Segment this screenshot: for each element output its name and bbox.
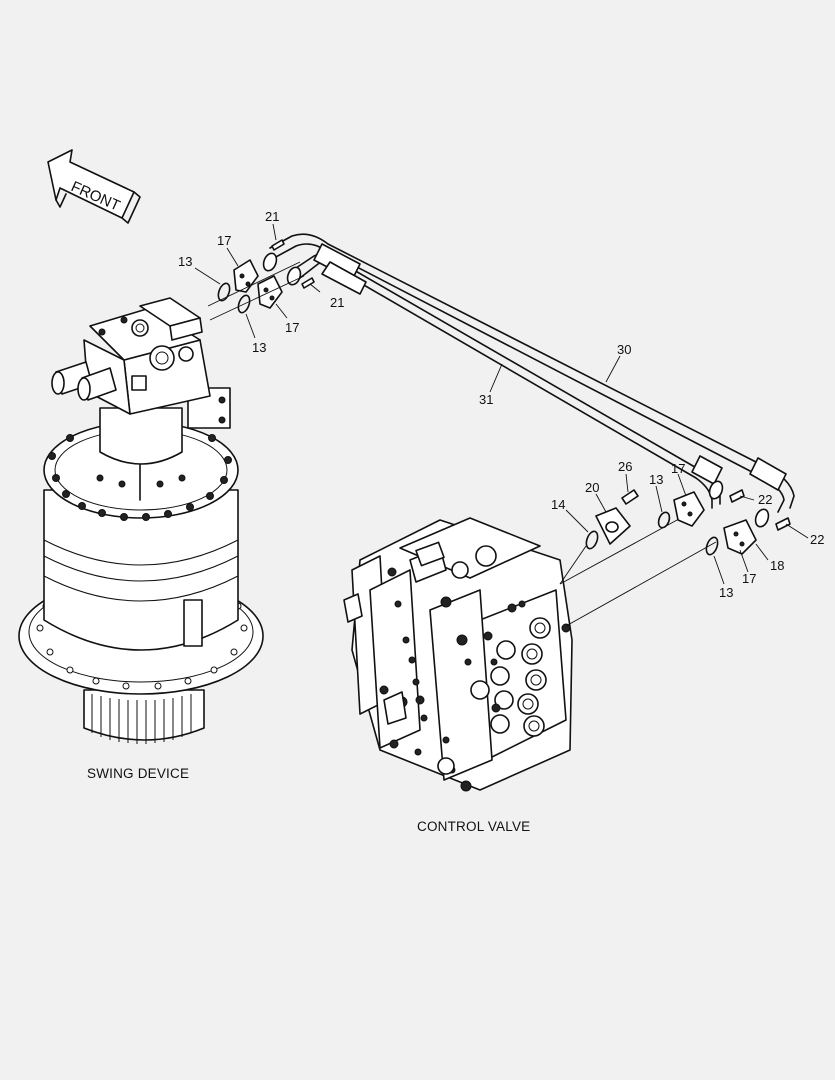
bolt-26 xyxy=(621,489,639,505)
o-ring-13a xyxy=(217,282,231,302)
callout-13b: 13 xyxy=(252,340,266,355)
callout-13c: 13 xyxy=(649,472,663,487)
split-flange-17d xyxy=(723,519,757,555)
callout-18: 18 xyxy=(770,558,784,573)
swing-device-caption: SWING DEVICE xyxy=(87,766,189,781)
swing-device xyxy=(18,297,264,744)
split-flange-17a xyxy=(233,259,259,293)
o-ring-14 xyxy=(585,530,599,550)
callout-13d: 13 xyxy=(719,585,733,600)
callout-17c: 17 xyxy=(671,461,685,476)
callout-17b: 17 xyxy=(285,320,299,335)
bolt-22a xyxy=(729,489,745,503)
callout-17d: 17 xyxy=(742,571,756,586)
callout-21b: 21 xyxy=(330,295,344,310)
callout-31: 31 xyxy=(479,392,493,407)
callout-leaders xyxy=(194,223,809,585)
motor-ports xyxy=(51,361,117,401)
o-ring-13d xyxy=(705,536,719,556)
pinion-gear xyxy=(83,689,205,744)
callout-22b: 22 xyxy=(810,532,824,547)
hoses xyxy=(269,233,795,513)
control-valve xyxy=(343,513,717,792)
callout-17a: 17 xyxy=(217,233,231,248)
swing-fittings xyxy=(207,239,315,321)
callout-21a: 21 xyxy=(265,209,279,224)
bolt-22b xyxy=(775,517,791,531)
valve-fittings xyxy=(585,480,791,556)
callout-numbers: 21 17 13 21 17 13 30 31 26 20 14 13 17 2… xyxy=(178,209,824,600)
callout-13a: 13 xyxy=(178,254,192,269)
callout-20: 20 xyxy=(585,480,599,495)
o-ring-13b xyxy=(237,294,251,314)
callout-26: 26 xyxy=(618,459,632,474)
spool-caps xyxy=(470,617,551,737)
front-arrow: FRONT xyxy=(47,149,141,224)
callout-30: 30 xyxy=(617,342,631,357)
callout-22a: 22 xyxy=(758,492,772,507)
callout-14: 14 xyxy=(551,497,565,512)
control-valve-caption: CONTROL VALVE xyxy=(417,819,530,834)
split-flange-17c xyxy=(673,491,705,527)
o-ring-13c xyxy=(657,511,671,529)
